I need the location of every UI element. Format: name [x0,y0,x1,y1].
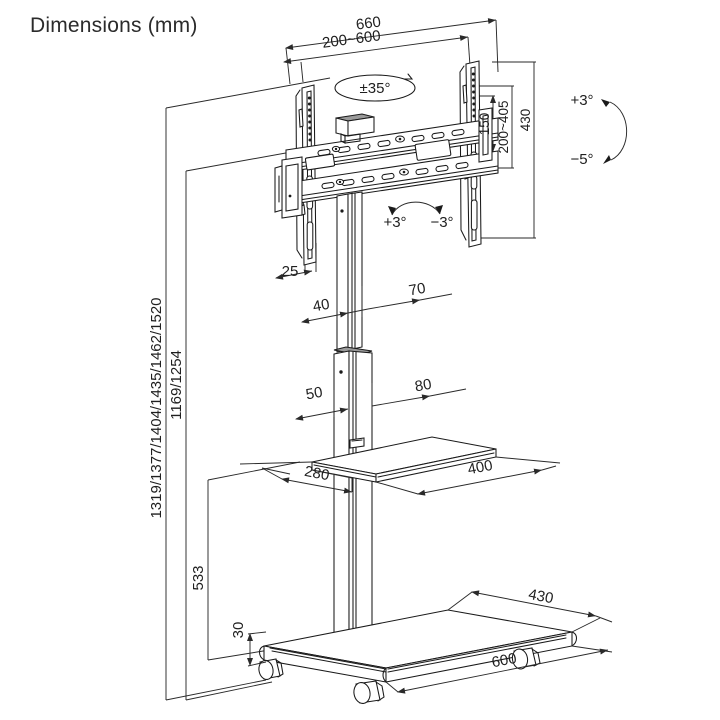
angle-label-tilt-plus: +3° [570,92,593,109]
dim-label-80: 80 [414,376,433,396]
mount-latch-box [335,113,375,144]
dim-label-40: 40 [312,296,331,316]
base-plate [258,609,578,683]
tilt-annotation [601,99,628,164]
dim-label-660: 660 [355,13,382,33]
dim-label-total-heights: 1319/1377/1404/1435/1462/1520 [148,297,165,518]
column-upper-section [336,191,363,353]
wall-plate-right [478,107,493,163]
base-dimensions [247,590,613,694]
dim-label-280: 280 [303,463,331,484]
dim-label-mount-heights: 1169/1254 [168,350,185,420]
dim-label-200-600: 200~600 [321,27,382,52]
dim-label-150: 150 [477,113,492,136]
angle-label-swivel: ±35° [360,80,391,97]
dim-label-70: 70 [408,280,427,300]
dim-label-533: 533 [190,565,207,590]
support-column [333,191,373,644]
column-rotation-annotation [388,201,443,216]
column-lower-section [333,350,373,644]
dim-label-430-base: 430 [527,586,555,607]
dim-label-430-bracket: 430 [518,109,533,132]
caster-left [258,658,284,680]
dim-label-200-405: 200~405 [496,101,511,154]
angle-label-rotate-minus: −3° [430,214,453,231]
shelf-height-dimension-group [207,461,301,661]
dim-label-400: 400 [466,457,494,478]
column-upper-dimensions [301,286,453,324]
dim-label-50: 50 [305,384,324,404]
cross-rail-lower [285,139,499,206]
page-title: Dimensions (mm) [30,14,198,37]
caster-front [353,680,385,704]
shelf-clip [349,437,365,449]
column-lower-dimensions [295,383,467,421]
tv-mount-bracket-assembly [274,60,499,266]
wall-plate-left [274,156,303,219]
overall-height-dimension-group [165,77,353,701]
angle-label-tilt-minus: −5° [570,151,593,168]
cross-rail-upper [285,117,499,173]
swivel-annotation [334,73,416,102]
dim-label-25: 25 [282,263,299,280]
dim-label-600: 600 [490,650,518,671]
dim-label-30: 30 [230,622,247,639]
angle-label-rotate-plus: +3° [383,214,406,231]
shelf-dimensions [239,456,561,496]
shelf [311,436,497,483]
top-width-dimension-group [283,18,499,85]
